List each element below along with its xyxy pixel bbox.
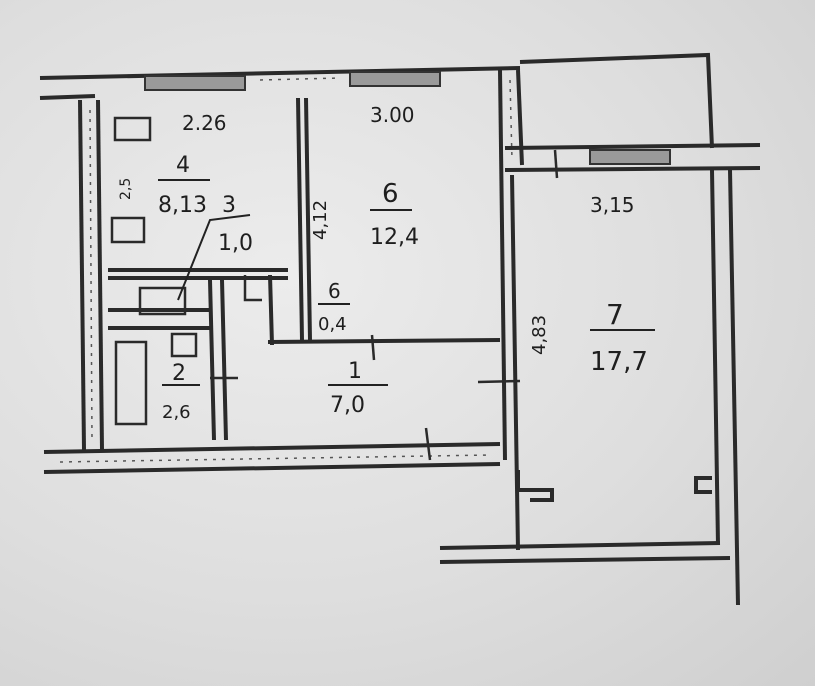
svg-text:12,4: 12,4 xyxy=(370,225,419,250)
wall-kitchen-room6 xyxy=(296,97,304,341)
fixtures xyxy=(110,116,262,426)
svg-text:2: 2 xyxy=(172,361,186,386)
room7-wall-bottom xyxy=(439,541,721,550)
room7-wall-left xyxy=(510,174,520,551)
room7-wall-right xyxy=(710,169,720,546)
window-room6 xyxy=(349,71,441,87)
dim-right: 3,15 xyxy=(590,193,635,217)
sink-icon xyxy=(110,216,146,244)
svg-text:17,7: 17,7 xyxy=(590,347,648,377)
room-7-label: 7 17,7 xyxy=(590,298,648,377)
leader-line xyxy=(177,214,251,301)
dim-wall-room7: 4,83 xyxy=(529,315,550,355)
svg-text:7,0: 7,0 xyxy=(330,393,365,418)
room7-wall-top xyxy=(504,143,761,150)
stove-icon xyxy=(113,116,152,142)
room-2-label: 2 2,6 xyxy=(162,361,191,423)
svg-text:6: 6 xyxy=(382,179,399,209)
svg-text:3: 3 xyxy=(222,193,236,218)
washbasin-icon xyxy=(170,332,198,358)
dim-top-mid: 3.00 xyxy=(370,103,415,127)
toilet-icon xyxy=(138,286,187,316)
room-1-label: 1 7,0 xyxy=(330,359,365,418)
wall-hatching xyxy=(59,77,513,463)
bathtub-icon xyxy=(114,340,148,426)
svg-text:4: 4 xyxy=(176,153,190,178)
dim-wall-room6: 4,12 xyxy=(310,200,331,240)
svg-text:8,13: 8,13 xyxy=(158,193,207,218)
walls xyxy=(39,52,761,606)
dim-small-box: 2,5 xyxy=(118,178,134,200)
room-4-label: 4 8,13 xyxy=(158,153,207,218)
svg-text:7: 7 xyxy=(606,298,624,331)
svg-text:0,4: 0,4 xyxy=(318,314,347,335)
fraction-bars xyxy=(158,179,655,386)
window-kitchen xyxy=(144,75,246,91)
door-marks xyxy=(210,149,559,461)
svg-text:1: 1 xyxy=(348,359,362,384)
room-6-label: 6 12,4 xyxy=(370,179,419,250)
outer-wall-top xyxy=(39,66,521,80)
outer-wall-left xyxy=(78,99,86,451)
wall-corridor xyxy=(267,338,501,344)
outer-wall-bottom xyxy=(43,442,501,454)
room-3-label: 3 1,0 xyxy=(218,193,253,256)
svg-text:2,6: 2,6 xyxy=(162,402,191,423)
room-6b-label: 6 0,4 xyxy=(318,279,347,335)
balcony-outline xyxy=(519,52,714,149)
svg-text:1,0: 1,0 xyxy=(218,231,253,256)
windows xyxy=(144,71,671,165)
window-room7 xyxy=(589,149,671,165)
dim-top-left: 2.26 xyxy=(182,111,227,135)
svg-text:6: 6 xyxy=(328,279,341,303)
